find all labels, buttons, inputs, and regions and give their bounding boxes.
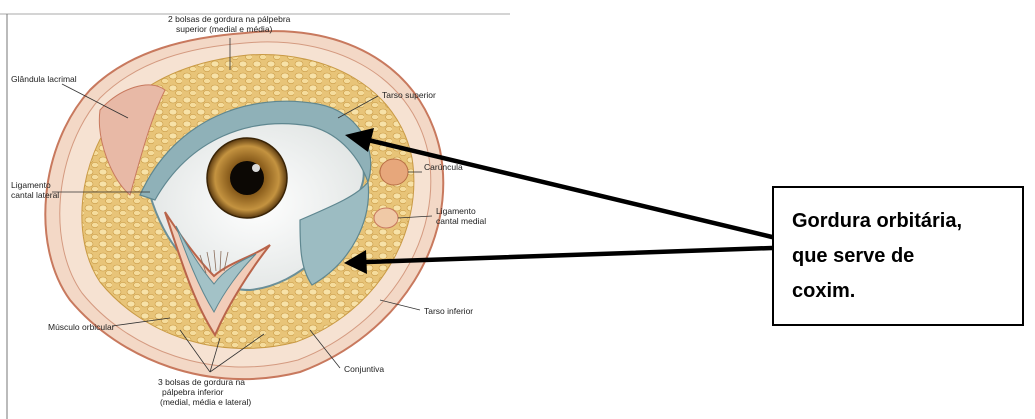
- callout-line: Gordura orbitária,: [792, 204, 1004, 239]
- eye-highlight: [252, 164, 260, 172]
- medial-ligament-shape: [374, 208, 398, 228]
- label-conjunctiva: Conjuntiva: [344, 364, 384, 374]
- callout-line: coxim.: [792, 274, 1004, 309]
- label-orbicular-muscle: Músculo orbicular: [48, 322, 115, 332]
- label-lower-tarsus: Tarso inferior: [424, 306, 473, 316]
- label-lateral-ligament: Ligamento cantal lateral: [11, 180, 59, 200]
- callout-text: Gordura orbitária, que serve de coxim.: [792, 204, 1004, 309]
- callout-line: que serve de: [792, 239, 1004, 274]
- callout-box: Gordura orbitária, que serve de coxim.: [772, 186, 1024, 326]
- caruncle-shape: [380, 159, 408, 185]
- label-lacrimal-gland: Glândula lacrimal: [11, 74, 77, 84]
- label-upper-tarsus: Tarso superior: [382, 90, 436, 100]
- label-medial-ligament: Ligamento cantal medial: [436, 206, 486, 226]
- label-lower-fat-pads: 3 bolsas de gordura na pálpebra inferior…: [158, 377, 251, 407]
